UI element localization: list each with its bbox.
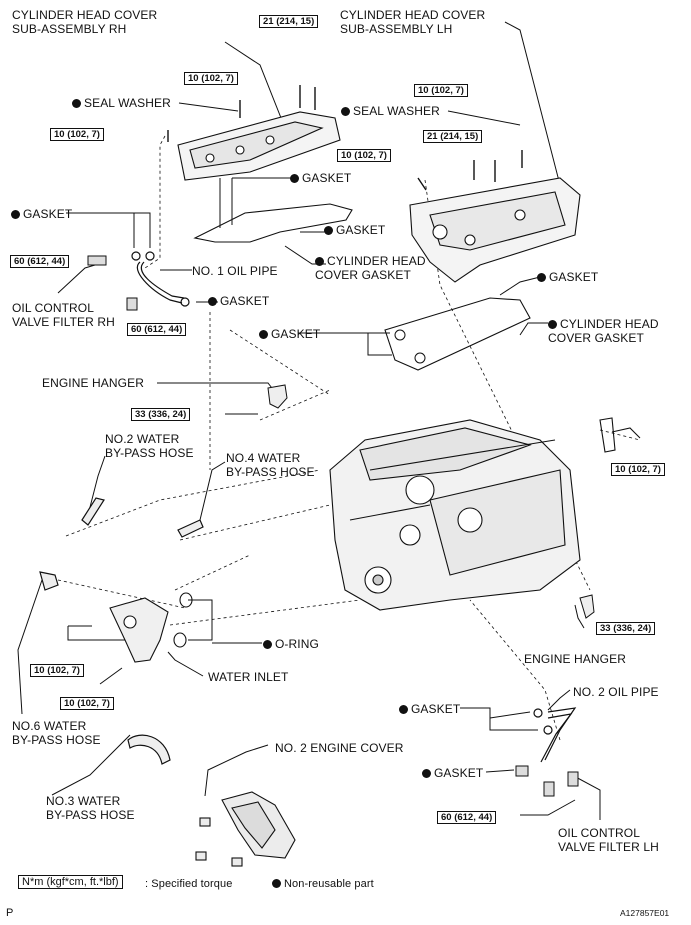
ocv-filter-rh — [87, 255, 138, 311]
label-no2-oil-pipe: NO. 2 OIL PIPE — [573, 685, 659, 699]
cyl-head-cover-gasket-lh — [384, 297, 531, 371]
torque-21-rh: 21 (214, 15) — [259, 15, 319, 28]
figure-id: A127857E01 — [620, 908, 670, 918]
water-hoses — [39, 497, 204, 765]
label-engine-hanger-upper: ENGINE HANGER — [42, 376, 144, 390]
torque-10-rh-top: 10 (102, 7) — [184, 72, 238, 85]
nonreusable-dot — [537, 273, 546, 282]
engine-hanger-upper — [267, 384, 288, 409]
label-gasket-4: GASKET — [208, 294, 269, 308]
nonreusable-dot — [548, 320, 557, 329]
label-gasket-1: GASKET — [290, 171, 351, 185]
leader-cyl-cover-rh — [224, 41, 286, 129]
label-seal-washer-rh: SEAL WASHER — [72, 96, 171, 110]
torque-10-inlet-1: 10 (102, 7) — [30, 664, 84, 677]
nonreusable-dot — [11, 210, 20, 219]
leader-cyl-cover-lh — [504, 21, 561, 186]
nonreusable-dot — [324, 226, 333, 235]
torque-10-inlet-2: 10 (102, 7) — [60, 697, 114, 710]
label-cyl-head-cover-gasket-lh: CYLINDER HEAD COVER GASKET — [548, 317, 659, 345]
label-cyl-head-cover-rh: CYLINDER HEAD COVER SUB-ASSEMBLY RH — [12, 8, 158, 36]
nonreusable-dot — [341, 107, 350, 116]
ocv-filter-lh — [515, 765, 579, 797]
nonreusable-dot — [315, 257, 324, 266]
label-no6-water-bypass: NO.6 WATER BY-PASS HOSE — [12, 719, 101, 747]
footer-mark: P — [6, 907, 14, 919]
torque-60-ocv-rh: 60 (612, 44) — [10, 255, 70, 268]
label-no2-engine-cover: NO. 2 ENGINE COVER — [275, 741, 404, 755]
engine-block — [329, 419, 581, 611]
label-no2-water-bypass: NO.2 WATER BY-PASS HOSE — [105, 432, 194, 460]
torque-33-hanger-upper: 33 (336, 24) — [131, 408, 191, 421]
cylinder-head-cover-rh — [177, 111, 341, 181]
torque-10-rh-left: 10 (102, 7) — [50, 128, 104, 141]
label-gasket-7: GASKET — [399, 702, 460, 716]
nonreusable-dot — [259, 330, 268, 339]
torque-21-lh: 21 (214, 15) — [423, 130, 483, 143]
label-no1-oil-pipe: NO. 1 OIL PIPE — [192, 264, 278, 278]
label-cyl-head-cover-gasket-rh: CYLINDER HEAD COVER GASKET — [315, 254, 426, 282]
torque-60-oil-pipe-rh: 60 (612, 44) — [127, 323, 187, 336]
label-seal-washer-lh: SEAL WASHER — [341, 104, 440, 118]
cyl-head-cover-gasket-rh — [193, 203, 353, 243]
label-ocv-filter-rh: OIL CONTROL VALVE FILTER RH — [12, 301, 115, 329]
nonreusable-dot — [290, 174, 299, 183]
label-o-ring: O-RING — [263, 637, 319, 651]
label-gasket-5: GASKET — [537, 270, 598, 284]
legend-torque-box: N*m (kgf*cm, ft.*lbf) — [18, 875, 123, 889]
legend-torque-desc: : Specified torque — [145, 878, 233, 890]
label-no4-water-bypass: NO.4 WATER BY-PASS HOSE — [226, 451, 315, 479]
wire-harness-bracket — [599, 417, 641, 453]
torque-33-hanger-lower: 33 (336, 24) — [596, 622, 656, 635]
label-ocv-filter-lh: OIL CONTROL VALVE FILTER LH — [558, 826, 659, 854]
label-engine-hanger-lower: ENGINE HANGER — [524, 652, 626, 666]
label-no3-water-bypass: NO.3 WATER BY-PASS HOSE — [46, 794, 135, 822]
label-gasket-6: GASKET — [259, 327, 320, 341]
no1-oil-pipe — [131, 251, 190, 307]
torque-10-lh-top: 10 (102, 7) — [414, 84, 468, 97]
legend-nonreusable: Non-reusable part — [272, 877, 374, 891]
cylinder-head-cover-lh — [409, 177, 581, 283]
torque-60-oil-pipe-lh: 60 (612, 44) — [437, 811, 497, 824]
label-gasket-2: GASKET — [324, 223, 385, 237]
torque-10-lh-left: 10 (102, 7) — [337, 149, 391, 162]
nonreusable-dot — [272, 879, 281, 888]
no2-oil-pipe — [533, 707, 577, 763]
water-inlet — [109, 592, 193, 663]
label-water-inlet: WATER INLET — [208, 670, 289, 684]
nonreusable-dot — [399, 705, 408, 714]
nonreusable-dot — [72, 99, 81, 108]
label-gasket-8: GASKET — [422, 766, 483, 780]
nonreusable-dot — [263, 640, 272, 649]
nonreusable-dot — [208, 297, 217, 306]
label-gasket-3: GASKET — [11, 207, 72, 221]
label-cyl-head-cover-lh: CYLINDER HEAD COVER SUB-ASSEMBLY LH — [340, 8, 486, 36]
nonreusable-dot — [422, 769, 431, 778]
engine-hanger-lower — [579, 594, 595, 619]
torque-10-bracket: 10 (102, 7) — [611, 463, 665, 476]
no2-engine-cover — [195, 791, 296, 867]
